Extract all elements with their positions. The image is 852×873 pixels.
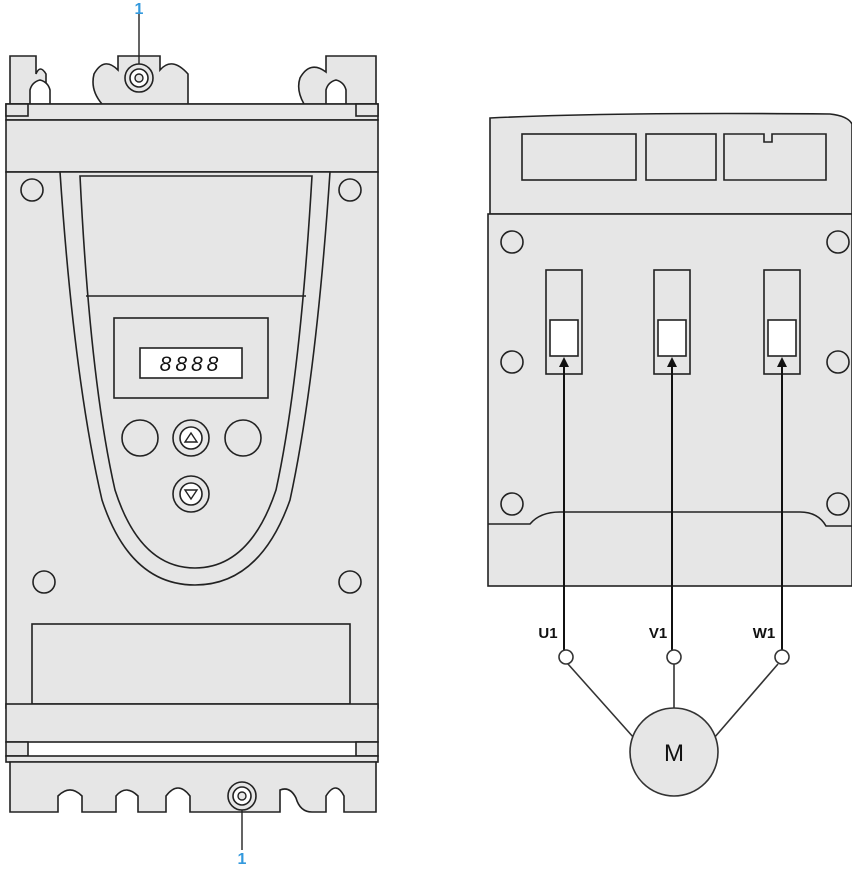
motor-connection bbox=[558, 649, 790, 797]
bottom-cover-lip bbox=[5, 755, 379, 763]
display-readout: 8888 bbox=[160, 353, 223, 376]
up-arrow-icon bbox=[183, 431, 199, 443]
bottom-callout-label: 1 bbox=[238, 851, 247, 868]
terminal-screw-u bbox=[549, 319, 579, 357]
body-hole-bottom-right bbox=[338, 570, 362, 594]
connector-slot-2 bbox=[645, 133, 717, 181]
top-cover-band bbox=[5, 119, 379, 173]
down-arrow-icon bbox=[183, 489, 199, 501]
terminal-label-w: W1 bbox=[753, 625, 776, 642]
base-hole-left-2 bbox=[500, 350, 524, 374]
top-cover-lip bbox=[5, 103, 379, 121]
top-left-keyhole-slot bbox=[29, 79, 51, 105]
bottom-screw-center bbox=[237, 791, 247, 801]
right-button bbox=[224, 419, 262, 457]
display-screen bbox=[139, 347, 243, 379]
terminal-node-v bbox=[666, 649, 682, 665]
base-hole-right-2 bbox=[826, 350, 850, 374]
link-w-motor bbox=[713, 663, 779, 739]
bottom-lip-right-tab bbox=[355, 741, 379, 757]
base-hole-right-3 bbox=[826, 492, 850, 516]
bottom-callout: 1 bbox=[227, 781, 257, 868]
connector-slot-3 bbox=[723, 133, 827, 181]
base-hole-left-3 bbox=[500, 492, 524, 516]
left-button bbox=[121, 419, 159, 457]
body-hole-top-left bbox=[20, 178, 44, 202]
top-screw-center bbox=[134, 73, 144, 83]
body-hole-top-right bbox=[338, 178, 362, 202]
top-lip-left-tab bbox=[5, 103, 29, 117]
up-button-inner-ring bbox=[179, 426, 203, 450]
motor-symbol bbox=[629, 707, 719, 797]
soft-starter-bottom-view bbox=[487, 112, 852, 587]
top-lip-right-tab bbox=[355, 103, 379, 117]
terminal-node-w bbox=[774, 649, 790, 665]
bottom-lip-left-tab bbox=[5, 741, 29, 757]
link-u-motor bbox=[567, 663, 635, 739]
top-callout-label: 1 bbox=[135, 1, 144, 18]
terminal-node-u bbox=[558, 649, 574, 665]
terminal-screw-w bbox=[767, 319, 797, 357]
bottom-mounting-flange bbox=[9, 761, 377, 813]
terminal-label-v: V1 bbox=[649, 625, 667, 642]
terminal-label-u: U1 bbox=[538, 625, 557, 642]
soft-starter-front-view: 8888 bbox=[5, 55, 379, 813]
down-button-inner-ring bbox=[179, 482, 203, 506]
top-callout: 1 bbox=[124, 1, 154, 93]
top-mounting-flange bbox=[9, 55, 377, 105]
base-hole-right-1 bbox=[826, 230, 850, 254]
terminal-screw-v bbox=[657, 319, 687, 357]
base-hole-left-1 bbox=[500, 230, 524, 254]
body-hole-bottom-left bbox=[32, 570, 56, 594]
wiring bbox=[559, 357, 787, 650]
connector-slot-1 bbox=[521, 133, 637, 181]
base-plate-lower-ridge bbox=[488, 511, 852, 527]
top-right-keyhole-slot bbox=[325, 79, 347, 105]
motor-label: M bbox=[664, 740, 684, 767]
lower-label-plate bbox=[31, 623, 351, 705]
bottom-cover-band bbox=[5, 703, 379, 743]
